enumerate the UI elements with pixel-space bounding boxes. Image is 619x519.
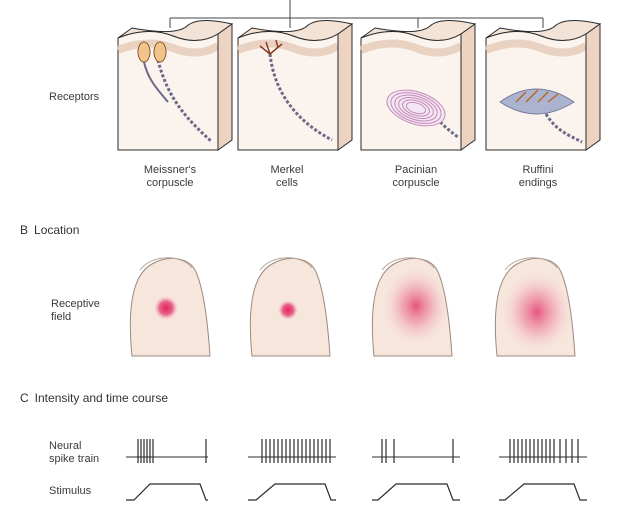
capsule-lamella — [405, 101, 427, 115]
receptor-caption-line2: endings — [518, 177, 558, 189]
row-label-stimulus: Stimulus — [49, 485, 92, 497]
receptor-caption-line2: corpuscle — [392, 177, 440, 189]
row-label-receptive-field: Receptive field — [51, 298, 100, 324]
capsule-lamella — [402, 99, 430, 117]
nerve-fiber — [429, 109, 460, 140]
row-label-receptors: Receptors — [49, 91, 100, 103]
row-label-spike-line2: spike train — [49, 453, 100, 465]
row-label-receptive-field-line1: Receptive — [51, 298, 100, 310]
capsule-lamella — [398, 96, 434, 120]
nerve-branch — [143, 61, 169, 103]
top-bracket — [169, 0, 544, 28]
fingernail-edge — [504, 257, 558, 271]
nerve-fiber — [544, 113, 583, 144]
receptive-field — [278, 300, 298, 320]
stimulus-trace — [248, 483, 336, 501]
corpuscle — [153, 41, 167, 63]
meissner-corpuscles — [137, 41, 169, 103]
trace-panel-meissner — [126, 439, 208, 501]
skin-block-ruffini — [484, 20, 602, 151]
receptive-field — [382, 266, 450, 346]
epidermis-band — [236, 39, 341, 57]
skin-side — [217, 23, 233, 151]
epidermis-band — [484, 39, 589, 57]
fingernail-edge — [139, 257, 193, 271]
row-label-spike-line1: Neural — [49, 440, 82, 452]
section-c-title: Intensity and time course — [34, 391, 169, 405]
skin-side — [460, 23, 476, 151]
epidermis-band — [359, 39, 464, 57]
skin-block-pacinian — [359, 20, 477, 151]
receptor-caption-meissner: Meissner's corpuscle — [128, 164, 212, 190]
receptor-caption-ruffini: Ruffini endings — [500, 164, 576, 190]
section-c-letter: C — [20, 391, 29, 405]
section-b-title: Location — [34, 223, 80, 237]
trace-panel-merkel — [248, 439, 336, 501]
ruffini-terminals — [515, 89, 559, 103]
capsule-lamella — [394, 94, 438, 122]
receptor-caption-line1: Merkel — [270, 164, 304, 176]
receptor-caption-pacinian: Pacinian corpuscle — [378, 164, 454, 190]
receptor-caption-line2: cells — [275, 177, 298, 189]
nerve-fiber — [156, 59, 214, 144]
pacinian-capsule — [386, 89, 446, 127]
corpuscle — [137, 41, 151, 63]
receptor-caption-line2: corpuscle — [146, 177, 194, 189]
receptive-field — [501, 270, 573, 354]
receptive-field — [154, 296, 178, 320]
skin-block-meissner — [116, 20, 234, 151]
fingernail-edge — [381, 257, 435, 271]
skin-block-merkel — [236, 20, 354, 151]
section-b-letter: B — [20, 223, 29, 237]
receptor-caption-line1: Ruffini — [522, 164, 554, 176]
merkel-branches — [259, 39, 283, 55]
stimulus-trace — [372, 483, 460, 501]
receptor-caption-merkel: Merkel cells — [252, 164, 322, 190]
fingernail-edge — [259, 257, 313, 271]
nerve-fiber — [268, 53, 333, 142]
stimulus-trace — [499, 483, 587, 501]
fingertip-pacinian — [371, 257, 453, 357]
section-b-header: B Location — [20, 223, 79, 237]
skin-side — [585, 23, 601, 151]
epidermis-band — [116, 39, 221, 57]
receptor-caption-line1: Pacinian — [394, 164, 438, 176]
merkel-terminals — [259, 39, 283, 55]
receptor-caption-line1: Meissner's — [143, 164, 197, 176]
skin-side — [337, 23, 353, 151]
fingertip-ruffini — [494, 257, 576, 357]
fingertip-meissner — [129, 257, 211, 357]
section-c-header: C Intensity and time course — [20, 391, 168, 405]
stimulus-trace — [126, 483, 208, 501]
row-label-spike-train: Neural spike train — [49, 440, 99, 466]
trace-panel-ruffini — [499, 439, 587, 501]
row-label-receptive-field-line2: field — [51, 311, 72, 323]
ruffini-capsule — [499, 88, 575, 115]
trace-panel-pacinian — [372, 439, 460, 501]
fingertip-merkel — [249, 257, 331, 357]
capsule-lamella — [390, 92, 442, 124]
